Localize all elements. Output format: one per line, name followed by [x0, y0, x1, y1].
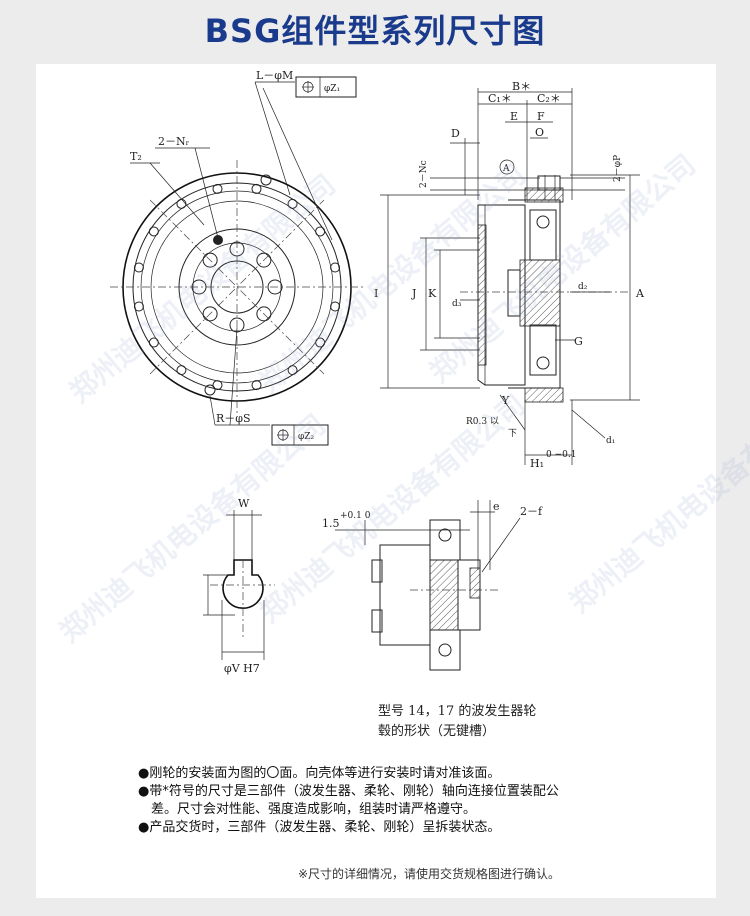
label-bstar: B＊ [512, 80, 531, 93]
outer-bolt-hole [212, 380, 223, 391]
label-d1: d₁ [606, 436, 615, 446]
label-h1: H₁ [530, 457, 544, 470]
inner-bolt-hole [202, 252, 218, 268]
notes: ●刚轮的安装面为图的〇面。向壳体等进行安装时请对准该面。 ●带*符号的尺寸是三部… [138, 765, 559, 837]
note-line-4: ●产品交货时，三部件（波发生器、柔轮、刚轮）呈拆装状态。 [138, 820, 501, 835]
inner-bolt-hole [256, 306, 272, 322]
outer-bolt-hole [212, 183, 223, 194]
label-f-top: F [537, 110, 545, 123]
label-1-5-tol: +0.1 0 [340, 511, 371, 521]
tolerance-frame-z1 [295, 76, 357, 98]
note-line-2: ●带*符号的尺寸是三部件（波发生器、柔轮、刚轮）轴向连接位置装配公 [138, 784, 559, 799]
label-a: A [635, 287, 645, 300]
front-view-leaders [130, 76, 357, 446]
label-h1-tol: 0 −0.1 [546, 450, 576, 460]
label-2-f: 2－f [520, 505, 543, 518]
label-circle-a: A [502, 164, 510, 174]
outer-bolt-hole [148, 337, 159, 348]
outer-bolt-hole [330, 262, 341, 273]
label-2-nc: 2－Nc [419, 160, 429, 188]
ring-3 [140, 190, 334, 384]
label-r03b: 下 [508, 429, 517, 439]
note-line-3: 差。尺寸会对性能、强度造成影响，组装时请严格遵守。 [138, 802, 477, 817]
label-c2star: C₂＊ [537, 92, 561, 105]
page-title: BSG组件型系列尺寸图 [204, 12, 546, 50]
side-section-view [380, 88, 640, 465]
label-w: W [238, 497, 250, 510]
outer-bolt-hole [133, 301, 144, 312]
label-j: J [411, 287, 416, 300]
label-d: D [451, 127, 460, 140]
label-g: G [574, 335, 583, 348]
label-e-bottom: e [493, 500, 500, 513]
label-r-phis: R－φS [216, 412, 251, 425]
outer-bolt-hole [148, 226, 159, 237]
label-y: Y [501, 394, 510, 407]
outer-bolt-hole [315, 337, 326, 348]
datum-a-circle [499, 159, 515, 175]
note-line-1: ●刚轮的安装面为图的〇面。向壳体等进行安装时请对准该面。 [138, 766, 501, 781]
outer-bolt-hole [176, 198, 187, 209]
label-phiz2: φZ₂ [298, 432, 315, 442]
outer-bolt-hole [315, 226, 326, 237]
label-1-5: 1.5 [322, 517, 340, 530]
dimension-labels: L－φM φZ₁ 2－Nᵣ T₂ R－φS φZ₂ B＊ C₁＊ C₂＊ D E… [130, 69, 645, 675]
label-t2: T₂ [130, 150, 142, 163]
label-phiv-h7: φV H7 [224, 662, 260, 675]
keyway-detail [203, 510, 275, 660]
footnote: ※尺寸的详细情况，请使用交货规格图进行确认。 [298, 867, 561, 881]
outer-bolt-hole [330, 301, 341, 312]
caption: 型号 14，17 的波发生器轮 毂的形状（无键槽） [378, 702, 536, 742]
outer-bolt-hole [176, 365, 187, 376]
label-d3: d₃ [452, 299, 462, 309]
label-phiz1: φZ₁ [324, 84, 340, 94]
label-i: I [374, 287, 378, 300]
label-e-top: E [510, 110, 518, 123]
outer-bolt-hole [251, 183, 262, 194]
outer-bolt-hole [287, 198, 298, 209]
label-d2: d₂ [578, 282, 588, 292]
label-2-phip: 2－φP [613, 155, 623, 182]
inner-bolt-hole [256, 252, 272, 268]
label-r03: R0.3 以 [466, 417, 499, 427]
label-o: O [535, 126, 544, 139]
caption-line-1: 型号 14，17 的波发生器轮 [378, 704, 537, 719]
outer-bolt-hole [287, 365, 298, 376]
drawing-panel [36, 64, 716, 898]
label-l-phim: L－φM [256, 69, 293, 82]
label-2-nr: 2－Nᵣ [158, 135, 190, 148]
inner-bolt-hole [202, 306, 218, 322]
label-c1star: C₁＊ [488, 92, 512, 105]
label-k: K [428, 287, 437, 300]
caption-line-2: 毂的形状（无键槽） [378, 724, 496, 739]
front-view [110, 160, 364, 414]
bottom-section-view [335, 500, 521, 671]
outer-bolt-hole [133, 262, 144, 273]
outer-bolt-hole [251, 380, 262, 391]
tolerance-frame-z2 [271, 424, 329, 446]
outer-bolt-holes [133, 183, 341, 391]
